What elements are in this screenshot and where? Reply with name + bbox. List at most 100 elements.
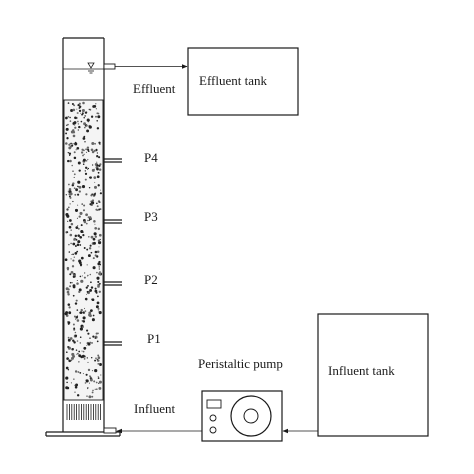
- media-particle: [79, 342, 82, 344]
- media-particle: [99, 282, 101, 285]
- media-particle: [87, 219, 89, 222]
- media-particle: [87, 168, 89, 170]
- media-particle: [93, 220, 96, 223]
- media-particle: [69, 196, 72, 199]
- media-particle: [83, 307, 86, 310]
- media-particle: [68, 225, 72, 229]
- media-particle: [74, 391, 76, 393]
- media-particle: [89, 288, 93, 292]
- sampling-port-p1: [104, 341, 122, 346]
- media-particle: [75, 226, 79, 229]
- media-particle: [94, 226, 98, 230]
- media-particle: [86, 275, 88, 277]
- media-particle: [98, 246, 100, 248]
- media-particle: [86, 344, 88, 347]
- media-particle: [82, 316, 86, 320]
- media-particle: [96, 175, 100, 179]
- media-particle: [68, 311, 72, 315]
- media-particle: [66, 137, 69, 140]
- media-particle: [69, 337, 73, 340]
- media-particle: [97, 184, 100, 187]
- media-particle: [99, 192, 102, 195]
- media-particle: [85, 193, 88, 196]
- media-particle: [76, 112, 78, 114]
- media-particle: [81, 275, 83, 277]
- media-particle: [70, 359, 73, 362]
- media-particle: [76, 250, 79, 253]
- media-particle: [67, 321, 69, 323]
- media-particle: [77, 240, 81, 244]
- media-particle: [99, 238, 101, 241]
- media-particle: [69, 145, 73, 148]
- media-particle: [84, 172, 88, 176]
- media-particle: [77, 225, 79, 227]
- media-particle: [95, 149, 98, 152]
- media-particle: [96, 340, 99, 343]
- media-particle: [68, 243, 70, 246]
- media-particle: [67, 322, 70, 325]
- media-particle: [78, 109, 82, 113]
- media-particle: [82, 101, 85, 105]
- media-particle: [95, 305, 99, 309]
- media-particle: [73, 176, 75, 178]
- media-particle: [71, 253, 73, 256]
- media-particle: [77, 180, 81, 184]
- media-particle: [97, 354, 100, 357]
- media-particle: [86, 395, 88, 397]
- media-particle: [78, 361, 80, 363]
- media-particle: [91, 391, 94, 394]
- media-particle: [91, 193, 94, 196]
- media-particle: [80, 256, 84, 260]
- media-particle: [74, 208, 79, 212]
- media-particle: [75, 188, 78, 192]
- media-particle: [76, 352, 79, 355]
- media-particle: [98, 290, 101, 293]
- media-particle: [87, 235, 90, 238]
- media-particle: [67, 293, 70, 296]
- media-particle: [83, 346, 87, 350]
- peristaltic-pump-label: Peristaltic pump: [198, 356, 283, 371]
- media-particle: [84, 382, 87, 384]
- media-particle: [83, 117, 85, 119]
- media-particle: [81, 350, 83, 352]
- media-particle: [78, 215, 81, 218]
- media-particle: [94, 223, 96, 225]
- media-particle: [72, 129, 75, 132]
- media-particle: [71, 164, 73, 167]
- media-particle: [77, 120, 79, 123]
- media-particle: [82, 154, 84, 157]
- media-particle: [70, 222, 74, 226]
- media-particle: [94, 254, 97, 257]
- media-particle: [77, 234, 80, 237]
- media-particle: [73, 123, 76, 126]
- media-particle: [93, 380, 96, 383]
- media-particle: [66, 231, 69, 233]
- p3-label: P3: [144, 209, 158, 224]
- media-particle: [72, 275, 76, 279]
- media-particle: [90, 148, 94, 152]
- media-particle: [66, 357, 69, 360]
- media-particle: [74, 126, 77, 129]
- sampling-port-p3: [104, 219, 122, 224]
- media-particle: [66, 209, 69, 211]
- media-particle: [98, 363, 100, 365]
- media-particle: [80, 151, 84, 154]
- media-particle: [98, 380, 102, 384]
- media-particle: [73, 173, 76, 176]
- media-particle: [96, 154, 99, 158]
- media-particle: [95, 332, 98, 335]
- media-particle: [75, 318, 77, 320]
- media-particle: [91, 318, 95, 322]
- media-particle: [65, 376, 69, 380]
- media-particle: [85, 379, 88, 382]
- media-particle: [68, 152, 72, 155]
- media-particle: [95, 388, 98, 391]
- media-particle: [87, 158, 89, 161]
- media-particle: [89, 273, 92, 276]
- media-particle: [85, 286, 88, 289]
- media-particle: [89, 312, 91, 314]
- media-particle: [93, 185, 98, 189]
- media-particle: [68, 359, 72, 363]
- media-particle: [74, 193, 77, 196]
